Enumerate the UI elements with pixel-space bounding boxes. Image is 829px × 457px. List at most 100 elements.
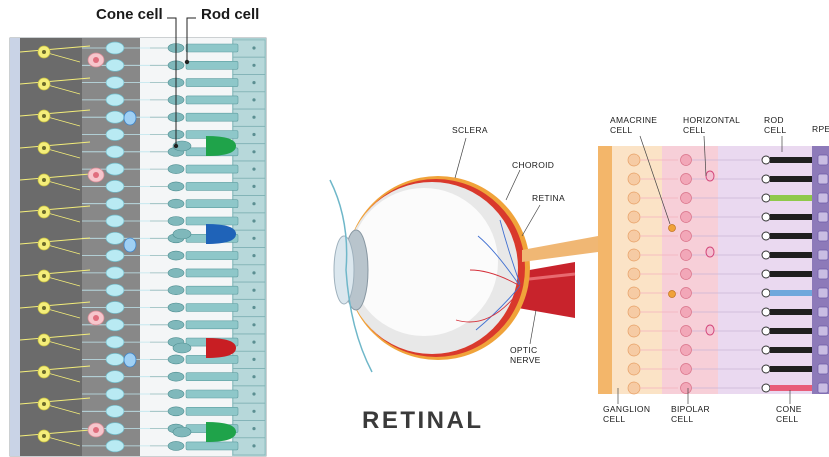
bipolar-cell bbox=[106, 267, 124, 279]
rod-outer-segment bbox=[186, 96, 238, 104]
rpe-cell bbox=[818, 155, 828, 165]
photoreceptor-body bbox=[762, 289, 770, 297]
ganglion-nucleus bbox=[42, 338, 46, 342]
ganglion-nucleus bbox=[42, 82, 46, 86]
ganglion-nucleus bbox=[42, 242, 46, 246]
bipolar-cell bbox=[681, 231, 692, 242]
ganglion-nucleus bbox=[42, 178, 46, 182]
ganglion-cell-label: GANGLION CELL bbox=[603, 405, 650, 424]
left-retina-panel bbox=[10, 18, 266, 456]
retina-detail-panel bbox=[598, 136, 829, 404]
rpe-cell bbox=[818, 174, 828, 184]
bipolar-cell bbox=[106, 284, 124, 296]
bipolar-cell bbox=[106, 77, 124, 89]
photoreceptor-body bbox=[762, 270, 770, 278]
rod-cell-body bbox=[168, 355, 184, 364]
bipolar-cell bbox=[106, 319, 124, 331]
retina-leader bbox=[522, 205, 540, 236]
ganglion-nucleus bbox=[42, 114, 46, 118]
rpe-cell-nucleus bbox=[252, 427, 255, 430]
pink-interneuron-nucleus bbox=[93, 172, 99, 178]
rod-outer-segment bbox=[186, 373, 238, 381]
horizontal-cell bbox=[706, 247, 714, 257]
horizontal-cell bbox=[124, 111, 136, 125]
ganglion-cell bbox=[628, 192, 640, 204]
rpe-cell bbox=[818, 212, 828, 222]
rpe-cell bbox=[818, 193, 828, 203]
rpe-cell-nucleus bbox=[252, 323, 255, 326]
rod-outer-segment bbox=[186, 217, 238, 225]
rpe-cell bbox=[818, 326, 828, 336]
rod-cell-body bbox=[168, 165, 184, 174]
rod-cell-body bbox=[168, 217, 184, 226]
photoreceptor-body bbox=[762, 213, 770, 221]
rpe-cell-nucleus bbox=[252, 202, 255, 205]
bipolar-cell bbox=[106, 146, 124, 158]
ganglion-layer-bg bbox=[20, 38, 82, 456]
horizontal-cell bbox=[124, 353, 136, 367]
amacrine-cell bbox=[669, 291, 676, 298]
bipolar-cell bbox=[681, 288, 692, 299]
choroid-label: CHOROID bbox=[512, 161, 554, 171]
rpe-cell bbox=[818, 269, 828, 279]
bipolar-cell bbox=[681, 326, 692, 337]
bipolar-cell bbox=[106, 215, 124, 227]
rod-outer-segment bbox=[186, 79, 238, 87]
bipolar-cell bbox=[681, 250, 692, 261]
rod-cell-detail-label: ROD CELL bbox=[764, 116, 786, 135]
photoreceptor-outer-segment bbox=[770, 252, 812, 258]
rpe-cell-nucleus bbox=[252, 392, 255, 395]
rpe-cell-nucleus bbox=[252, 81, 255, 84]
rpe-cell-nucleus bbox=[252, 150, 255, 153]
rpe-cell-nucleus bbox=[252, 185, 255, 188]
bipolar-cell bbox=[681, 155, 692, 166]
rpe-cell-nucleus bbox=[252, 271, 255, 274]
rpe-cell-nucleus bbox=[252, 254, 255, 257]
bipolar-cell bbox=[681, 212, 692, 223]
ganglion-cell bbox=[628, 287, 640, 299]
rpe-cell bbox=[818, 345, 828, 355]
ganglion-cell bbox=[628, 249, 640, 261]
rod-cell-body bbox=[168, 303, 184, 312]
rpe-label: RPE bbox=[812, 125, 829, 135]
photoreceptor-outer-segment bbox=[770, 271, 812, 277]
bipolar-cell bbox=[681, 345, 692, 356]
cone-cell-detail-label: CONE CELL bbox=[776, 405, 802, 424]
bipolar-cell bbox=[681, 307, 692, 318]
ganglion-nucleus bbox=[42, 402, 46, 406]
bipolar-cell-label: BIPOLAR CELL bbox=[671, 405, 710, 424]
rod-outer-segment bbox=[186, 269, 238, 277]
photoreceptor-outer-segment bbox=[770, 328, 812, 334]
rpe-cell-nucleus bbox=[252, 46, 255, 49]
rod-cell-body bbox=[168, 372, 184, 381]
optic-nerve-label: OPTIC NERVE bbox=[510, 346, 541, 365]
rod-cell-body bbox=[168, 182, 184, 191]
rod-outer-segment bbox=[186, 407, 238, 415]
ganglion-cell bbox=[628, 154, 640, 166]
rpe-cell-nucleus bbox=[252, 237, 255, 240]
photoreceptor-outer-segment bbox=[770, 214, 812, 220]
choroid-leader bbox=[506, 170, 520, 200]
cone-cell-body bbox=[173, 343, 191, 353]
cone-cell-body bbox=[173, 427, 191, 437]
photoreceptor-body bbox=[762, 175, 770, 183]
bipolar-cell bbox=[681, 174, 692, 185]
rod-cell-body bbox=[168, 320, 184, 329]
zoom-wedge bbox=[522, 236, 598, 262]
bipolar-cell bbox=[106, 405, 124, 417]
rpe-cell-nucleus bbox=[252, 341, 255, 344]
bipolar-cell bbox=[106, 423, 124, 435]
photoreceptor-body bbox=[762, 365, 770, 373]
cone-cell-label: Cone cell bbox=[96, 6, 163, 23]
rpe-cell-nucleus bbox=[252, 306, 255, 309]
rod-outer-segment bbox=[186, 200, 238, 208]
rpe-cell bbox=[818, 231, 828, 241]
bipolar-cell bbox=[106, 198, 124, 210]
ganglion-cell bbox=[628, 230, 640, 242]
retinal-title: RETINAL bbox=[362, 407, 484, 435]
rpe-cell-nucleus bbox=[252, 410, 255, 413]
bipolar-cell bbox=[106, 163, 124, 175]
eyeball-highlight bbox=[350, 188, 498, 336]
rpe-cell bbox=[818, 250, 828, 260]
